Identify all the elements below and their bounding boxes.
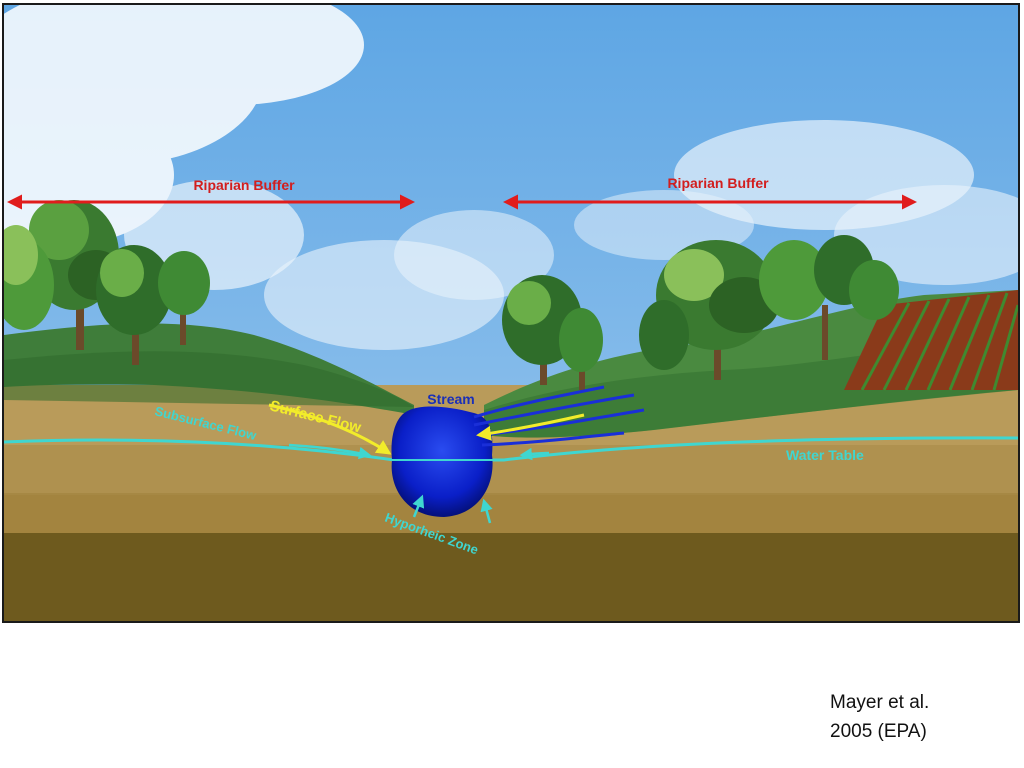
stream-channel — [391, 406, 493, 517]
hyporheic-arrow-left — [412, 494, 425, 518]
clouds — [4, 5, 1018, 350]
left-trees — [4, 200, 210, 365]
citation-authors: Mayer et al. — [830, 692, 930, 713]
surface-flow-arrow-right — [476, 413, 585, 441]
water-table-flow-arrow — [519, 447, 550, 461]
surface-flow-arrow-left — [268, 403, 392, 455]
subsurface-flow-arrow — [288, 443, 372, 460]
stream-label: Stream — [427, 391, 474, 407]
water-table-line — [4, 436, 1018, 462]
riparian-buffer-label-right: Riparian Buffer — [667, 175, 769, 191]
hyporheic-arrow-right — [480, 498, 493, 524]
right-trees — [502, 235, 899, 390]
riparian-buffer-label-left: Riparian Buffer — [193, 177, 295, 193]
riparian-buffer-diagram: Riparian Buffer Riparian Buffer Stream S… — [2, 3, 1020, 623]
water-table-label: Water Table — [786, 447, 864, 463]
soil-layer-middle — [4, 493, 1018, 535]
soil-layer-bottom — [4, 533, 1018, 621]
citation-year-source: 2005 (EPA) — [830, 721, 927, 742]
citation: Mayer et al. 2005 (EPA) — [830, 688, 1010, 746]
